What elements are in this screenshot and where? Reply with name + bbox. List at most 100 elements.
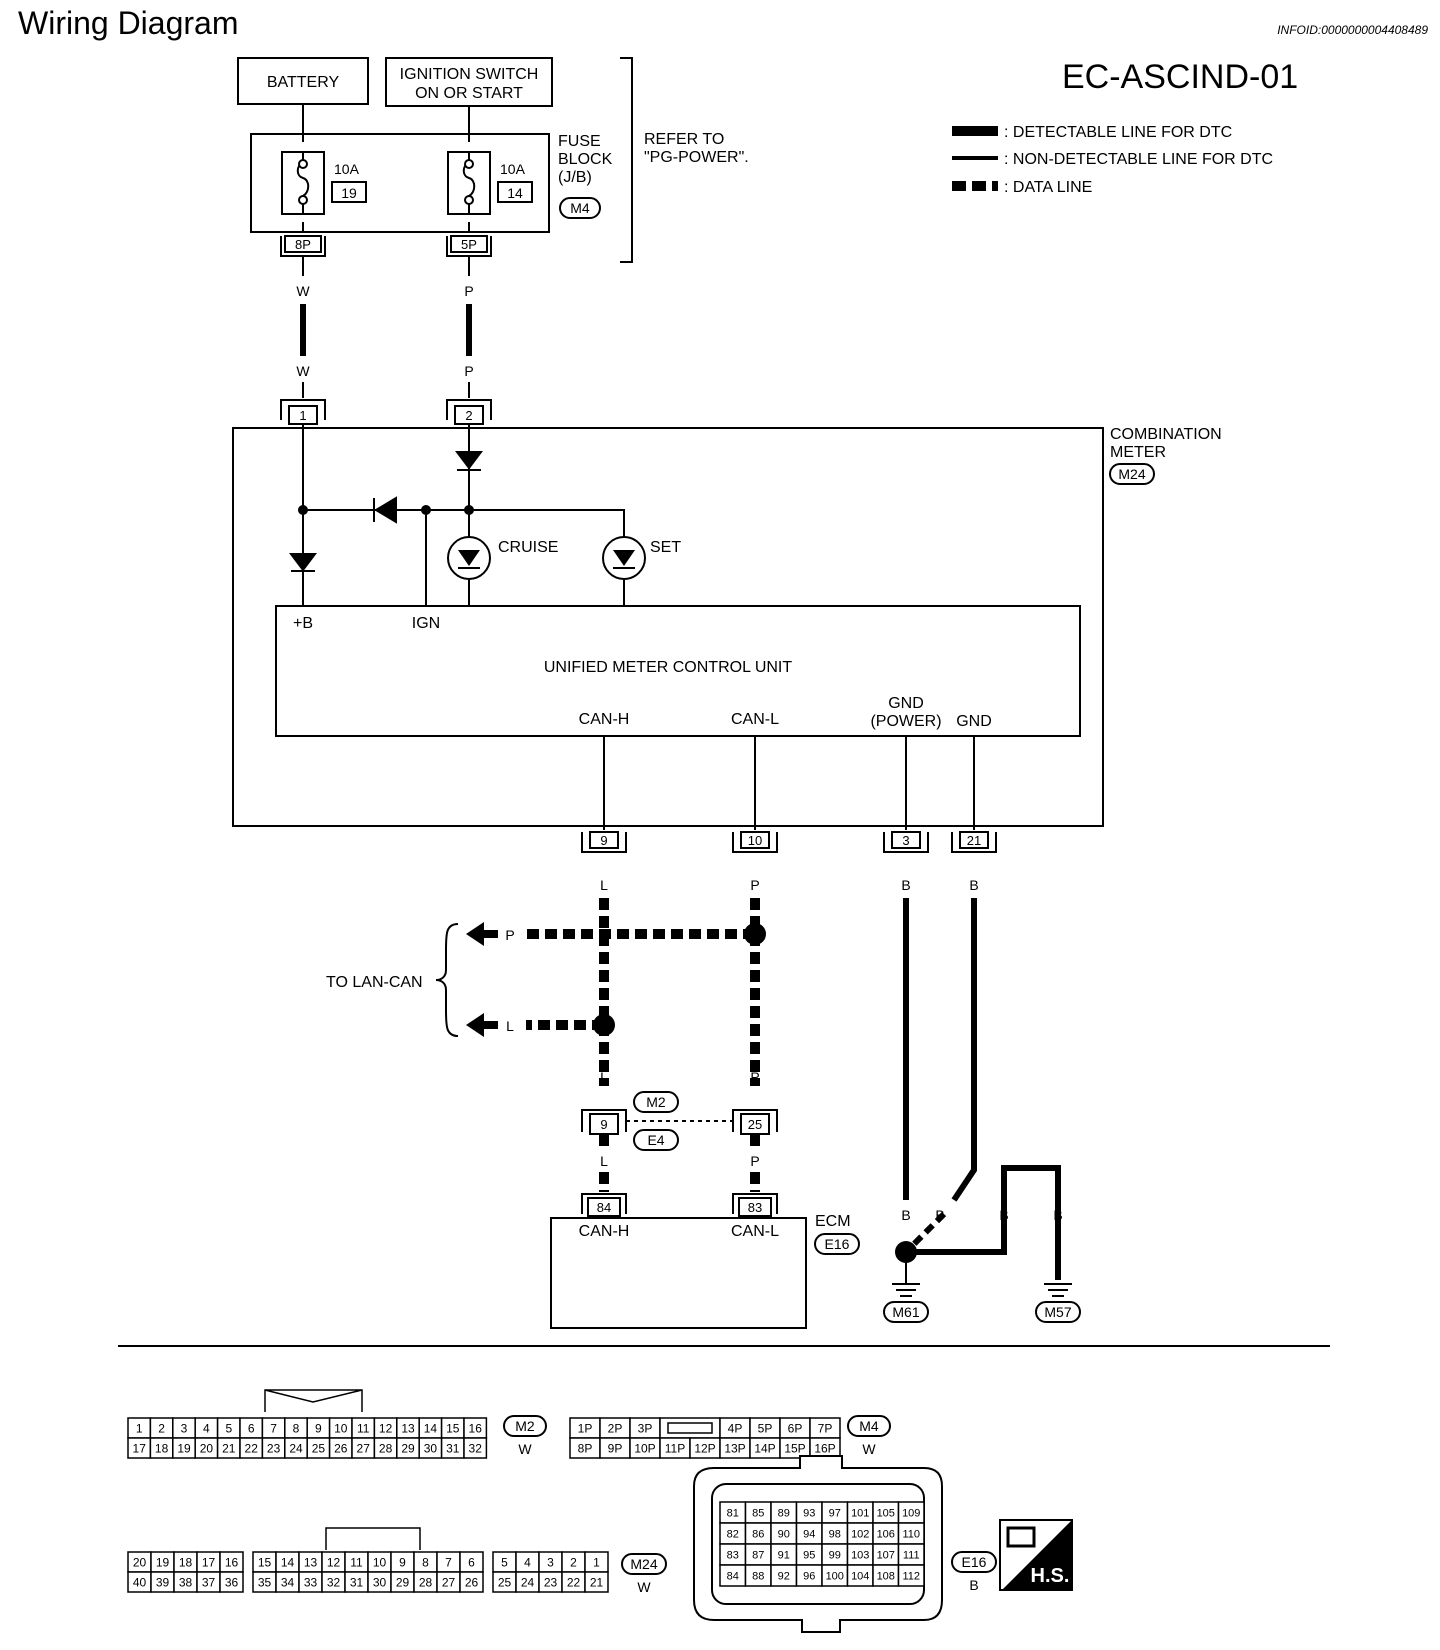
connector-m2-top-pin: 7 — [270, 1421, 277, 1435]
meter-output-wiring — [603, 736, 975, 830]
ecm-pin-83-box — [738, 1197, 772, 1217]
connector-m4-top-right-pin: 7P — [818, 1421, 833, 1435]
connector-m24-top-pin: 8 — [422, 1555, 429, 1569]
meter-pin-9-label: 9 — [600, 833, 607, 848]
connector-m4-top-left-pin: 1P — [578, 1421, 593, 1435]
wire-w-label-bottom: W — [296, 363, 310, 379]
ignition-switch-label: IGNITION SWITCH — [400, 66, 539, 83]
fuse-block-label-3: (J/B) — [558, 169, 592, 186]
connector-m2-bottom-pin: 24 — [289, 1441, 303, 1455]
junction-plus-b — [298, 505, 308, 515]
connector-e16-row-1-pin: 85 — [752, 1507, 764, 1519]
ground-m61-icon — [892, 1283, 920, 1297]
ecm-connector-id: E16 — [825, 1236, 850, 1252]
battery-label: BATTERY — [267, 74, 340, 91]
connector-m4-top-right-pin: 4P — [728, 1421, 743, 1435]
connector-e16-row-2-pin: 102 — [851, 1528, 869, 1540]
connector-m4-bottom-pin: 11P — [665, 1441, 685, 1455]
terminal-gnd: GND — [956, 713, 992, 730]
combination-meter-box — [232, 427, 1104, 827]
connector-m4-bottom-pin: 12P — [694, 1441, 715, 1455]
connector-m24-top-pin: 2 — [570, 1555, 577, 1569]
connector-m2-bottom-pin: 27 — [357, 1441, 371, 1455]
connector-e16-row-1-pin: 109 — [902, 1507, 920, 1519]
connector-m24-top-pin: 14 — [281, 1555, 295, 1569]
connector-m4-top-left-pin: 3P — [638, 1421, 653, 1435]
connector-m24-bottom-pin: 30 — [373, 1575, 387, 1589]
legend: : DETECTABLE LINE FOR DTC : NON-DETECTAB… — [952, 124, 1273, 196]
connector-m4-bottom-pin: 16P — [814, 1441, 835, 1455]
connector-e16-row-1-pin: 81 — [727, 1507, 739, 1519]
connector-m4-bottom-pin: 13P — [724, 1441, 745, 1455]
connector-m24-top-pin: 18 — [179, 1555, 193, 1569]
meter-pin-10-bracket — [732, 832, 778, 853]
hs-label: H.S. — [1031, 1565, 1070, 1587]
connector-m4-key — [667, 1422, 713, 1434]
connector-m24-bottom-pin: 28 — [419, 1575, 433, 1589]
connector-m2-bottom-pin: 21 — [222, 1441, 236, 1455]
connector-m24-bottom-pin: 23 — [544, 1575, 558, 1589]
refer-label-1: REFER TO — [644, 131, 724, 148]
pin-8p-label: 8P — [295, 237, 311, 252]
connector-m2-top-pin: 10 — [334, 1421, 348, 1435]
can-h-splice — [593, 1014, 615, 1036]
refer-label-2: "PG-POWER". — [644, 149, 749, 166]
connector-m24-top-pin: 15 — [258, 1555, 272, 1569]
wire-can-l-label-mid: P — [750, 1069, 759, 1085]
ignition-switch-label-2: ON OR START — [415, 85, 523, 102]
connector-m4-bottom-pin: 8P — [578, 1441, 593, 1455]
connector-e16-row-1-pin: 101 — [851, 1507, 869, 1519]
connector-m24-bottom-pin: 40 — [133, 1575, 147, 1589]
connector-e16-row-3-pin: 95 — [803, 1549, 815, 1561]
connector-m2-bottom-pin: 25 — [312, 1441, 326, 1455]
connector-e16-row-1-pin: 97 — [829, 1507, 841, 1519]
ground-m61-id: M61 — [892, 1304, 919, 1320]
connector-m2-top-pin: 11 — [357, 1421, 370, 1435]
connector-m2-top-pin: 5 — [225, 1421, 232, 1435]
connector-m2-top-pin: 9 — [315, 1421, 322, 1435]
terminal-gnd-power-1: GND — [888, 695, 924, 712]
hs-symbol: H.S. — [999, 1519, 1073, 1591]
connector-m2-top-pin: 16 — [469, 1421, 483, 1435]
battery-box — [237, 57, 369, 105]
fuse-19-dot-top — [298, 159, 308, 169]
terminal-gnd-power-2: (POWER) — [870, 713, 941, 730]
meter-pin-3-bracket — [883, 832, 929, 853]
connector-m24-bottom-pin: 21 — [590, 1575, 604, 1589]
combination-meter-label-1: COMBINATION — [1110, 426, 1222, 443]
connector-m24-color: W — [637, 1579, 651, 1595]
connector-m24-bottom-cell — [584, 1571, 609, 1593]
fuse-14-number: 14 — [507, 185, 523, 201]
connector-m4-bottom-pin: 14P — [754, 1441, 775, 1455]
fuse-14-number-box — [497, 181, 533, 203]
harness-e4-id: E4 — [647, 1132, 664, 1148]
terminal-ign: IGN — [412, 615, 440, 632]
connector-m24-bottom-pin: 38 — [179, 1575, 193, 1589]
connector-m2-top-pin: 15 — [446, 1421, 460, 1435]
connector-e16-row-3-pin: 107 — [877, 1549, 895, 1561]
connector-m24-bottom-pin: 33 — [304, 1575, 318, 1589]
pin-5p-box — [450, 235, 488, 253]
combination-meter-label-2: METER — [1110, 444, 1166, 461]
wire-can-h-label-top: L — [600, 877, 608, 893]
cruise-indicator-led — [458, 550, 480, 566]
can-l-splice — [744, 923, 766, 945]
connector-m24-bottom-pin: 29 — [396, 1575, 410, 1589]
connector-m4-bottom-pin: 15P — [784, 1441, 805, 1455]
connector-m24-bottom-pin: 37 — [202, 1575, 216, 1589]
lan-can-p-wire-label: P — [505, 927, 514, 943]
connector-e16-row-4-pin: 100 — [826, 1570, 844, 1582]
fuse-block-connector-badge — [559, 197, 601, 219]
connector-m2-top-pin: 2 — [158, 1421, 165, 1435]
connector-m2-bottom-pin: 26 — [334, 1441, 348, 1455]
ground-m57-id: M57 — [1044, 1304, 1071, 1320]
connector-m24-latch — [325, 1527, 421, 1550]
fuse-14-dot-top — [464, 159, 474, 169]
connector-m24-bottom-pin: 39 — [156, 1575, 170, 1589]
connector-m4-bottom-pin: 9P — [608, 1441, 623, 1455]
connector-m2-bottom-pin: 20 — [200, 1441, 214, 1455]
